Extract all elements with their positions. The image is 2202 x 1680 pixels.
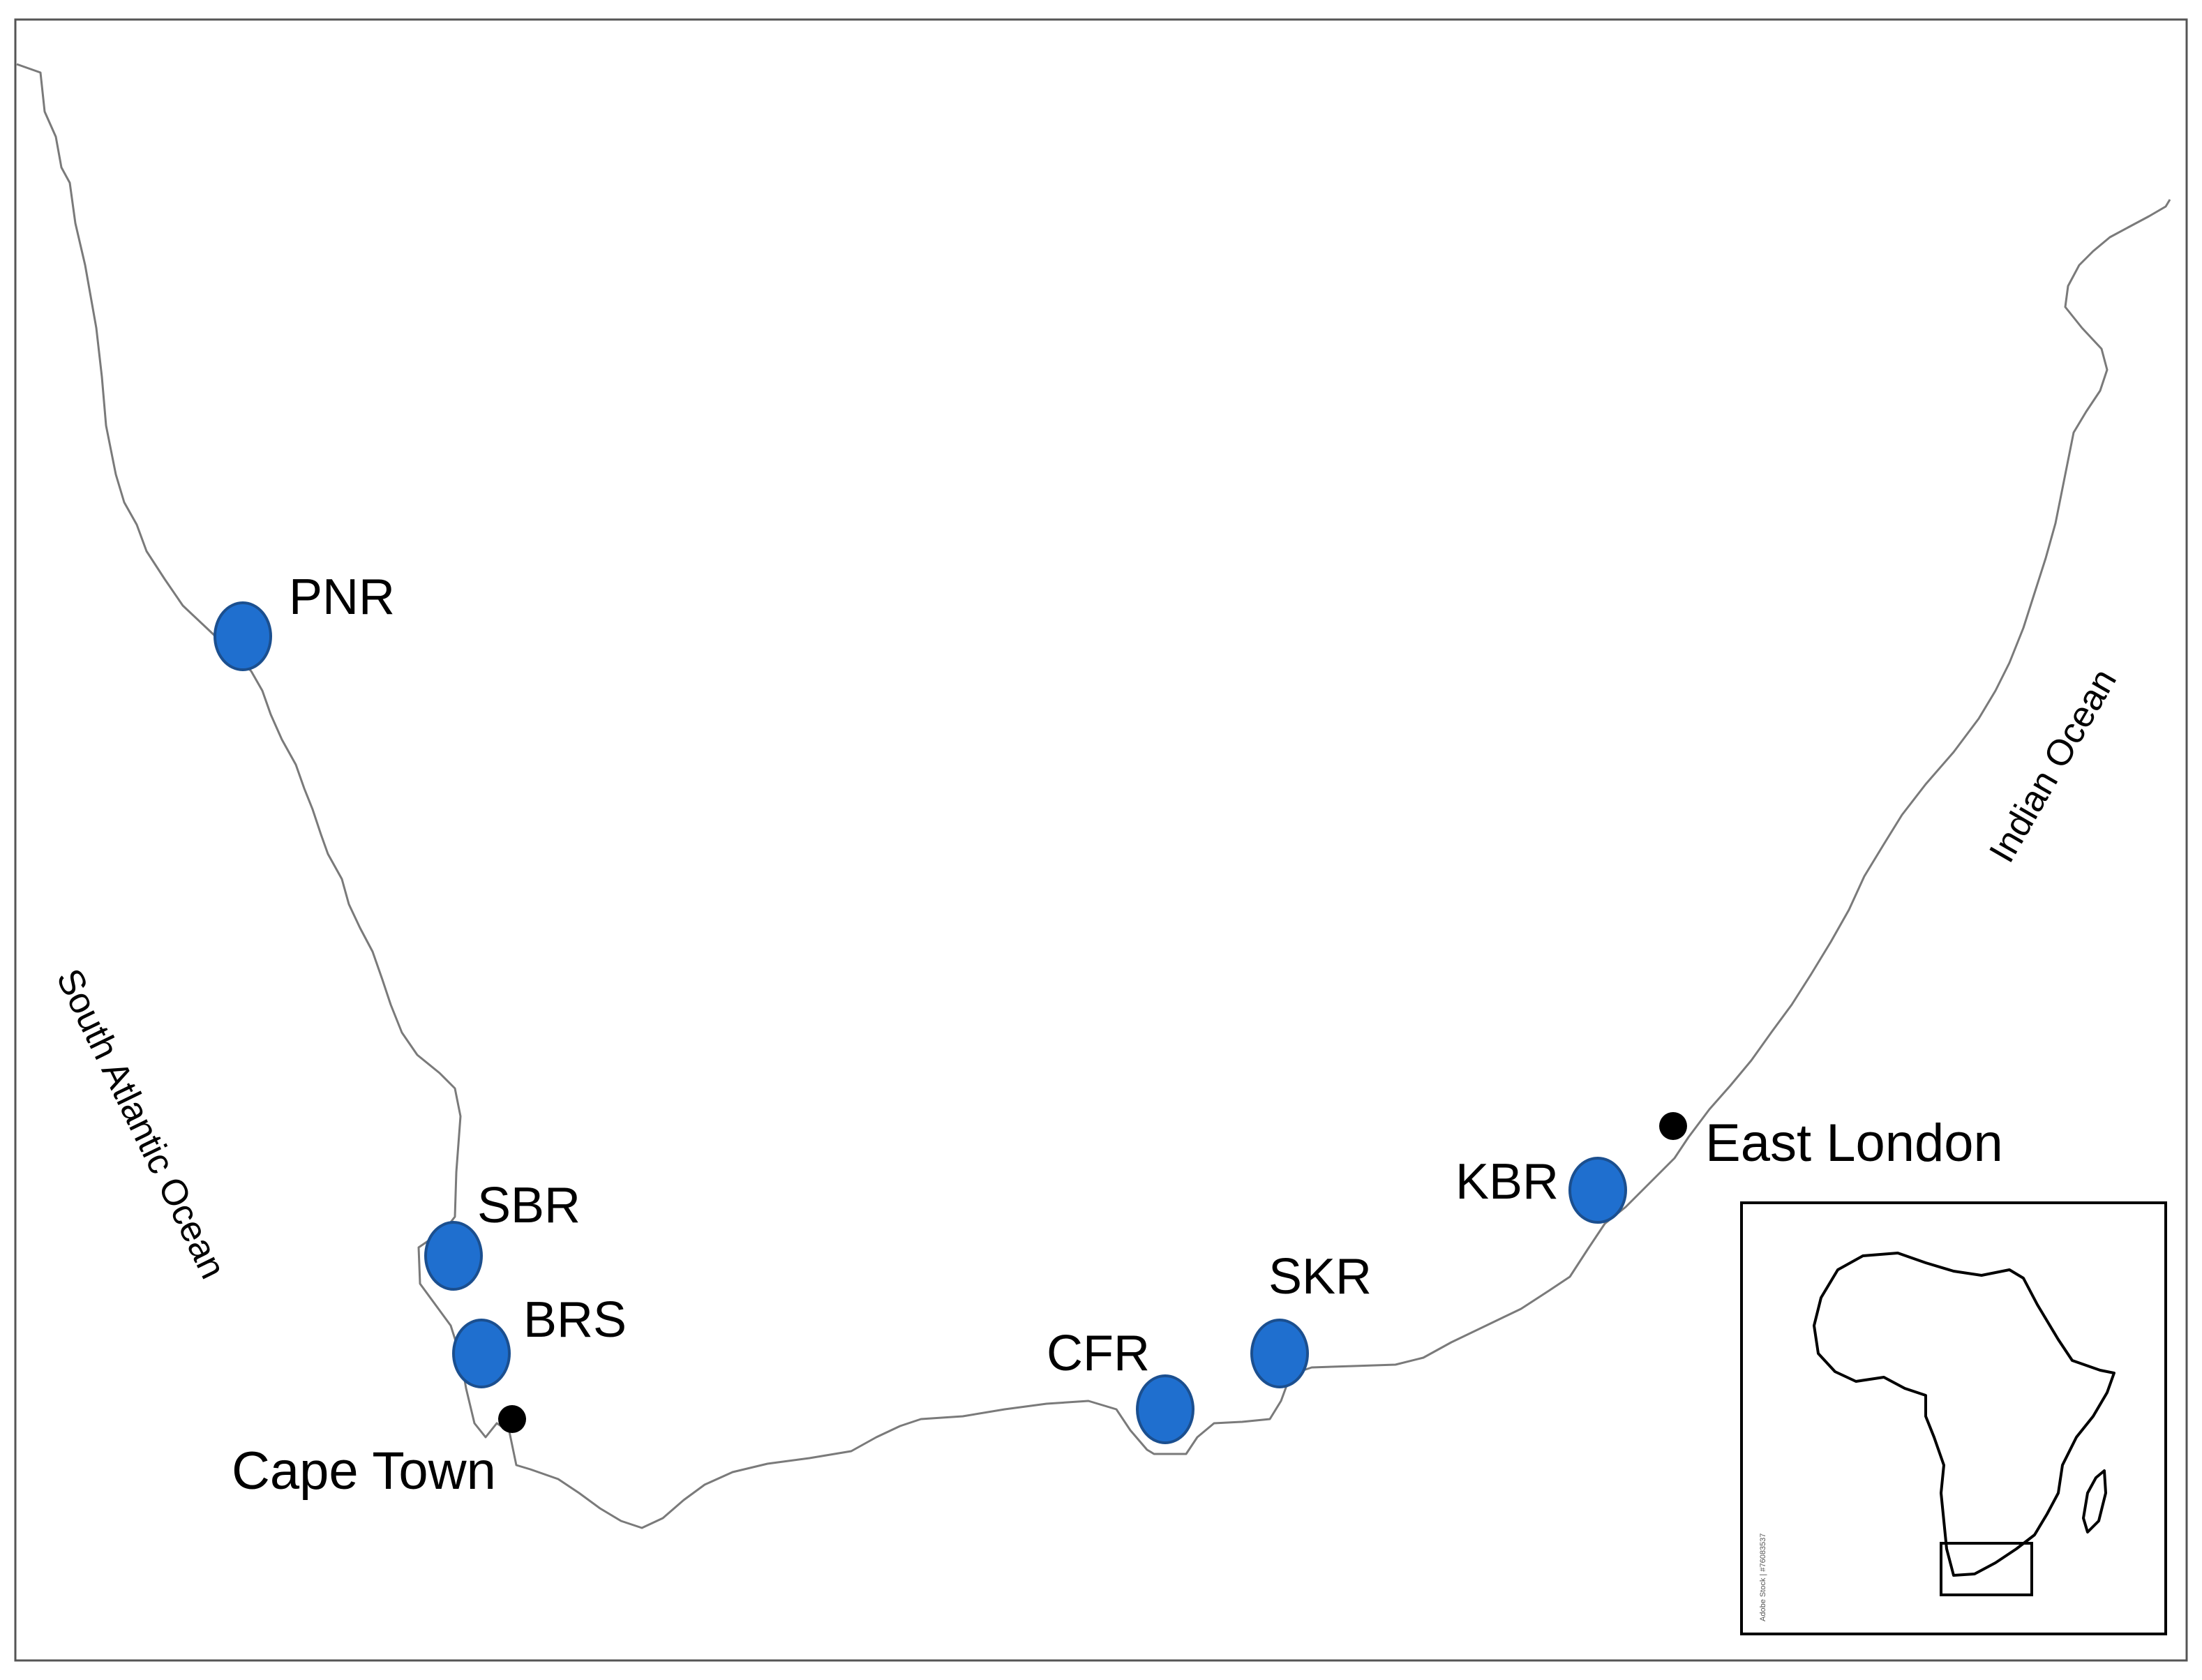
city-dot [498,1405,526,1433]
madagascar-outline [2082,1469,2107,1533]
city-marker-cape-town: Cape Town [232,1405,526,1501]
site-label: KBR [1455,1154,1559,1210]
site-marker-sbr: SBR [424,1178,581,1291]
site-dot [424,1221,483,1291]
ocean-label-atlantic: South Atlantic Ocean [48,963,233,1285]
site-dot [1136,1374,1194,1444]
site-label: BRS [523,1292,627,1348]
site-marker-cfr: CFR [1047,1326,1194,1444]
site-label: SBR [477,1178,581,1233]
site-label: CFR [1047,1326,1150,1381]
site-marker-skr: SKR [1250,1249,1372,1388]
inset-credit: Adobe Stock | #76083537 [1759,1533,1767,1621]
city-marker-east-london: East London [1659,1112,2003,1173]
city-label: East London [1705,1113,2003,1173]
city-label: Cape Town [232,1441,496,1501]
site-dot [1568,1157,1627,1224]
site-label: PNR [289,569,395,625]
site-marker-brs: BRS [452,1292,627,1388]
map-frame [14,18,2188,1662]
site-dot [1250,1319,1309,1388]
coastline [16,63,2171,1529]
inset-highlight-box [1940,1542,2033,1596]
ocean-label-indian: Indian Ocean [1982,662,2125,869]
site-marker-pnr: PNR [214,569,395,671]
inset-map: Adobe Stock | #76083537 [1740,1201,2167,1635]
site-marker-kbr: KBR [1455,1154,1627,1224]
city-dot [1659,1112,1687,1140]
site-dot [214,601,272,671]
africa-outline [1813,1252,2115,1577]
site-label: SKR [1268,1249,1372,1305]
site-dot [452,1319,511,1388]
inset-frame [1740,1201,2167,1635]
